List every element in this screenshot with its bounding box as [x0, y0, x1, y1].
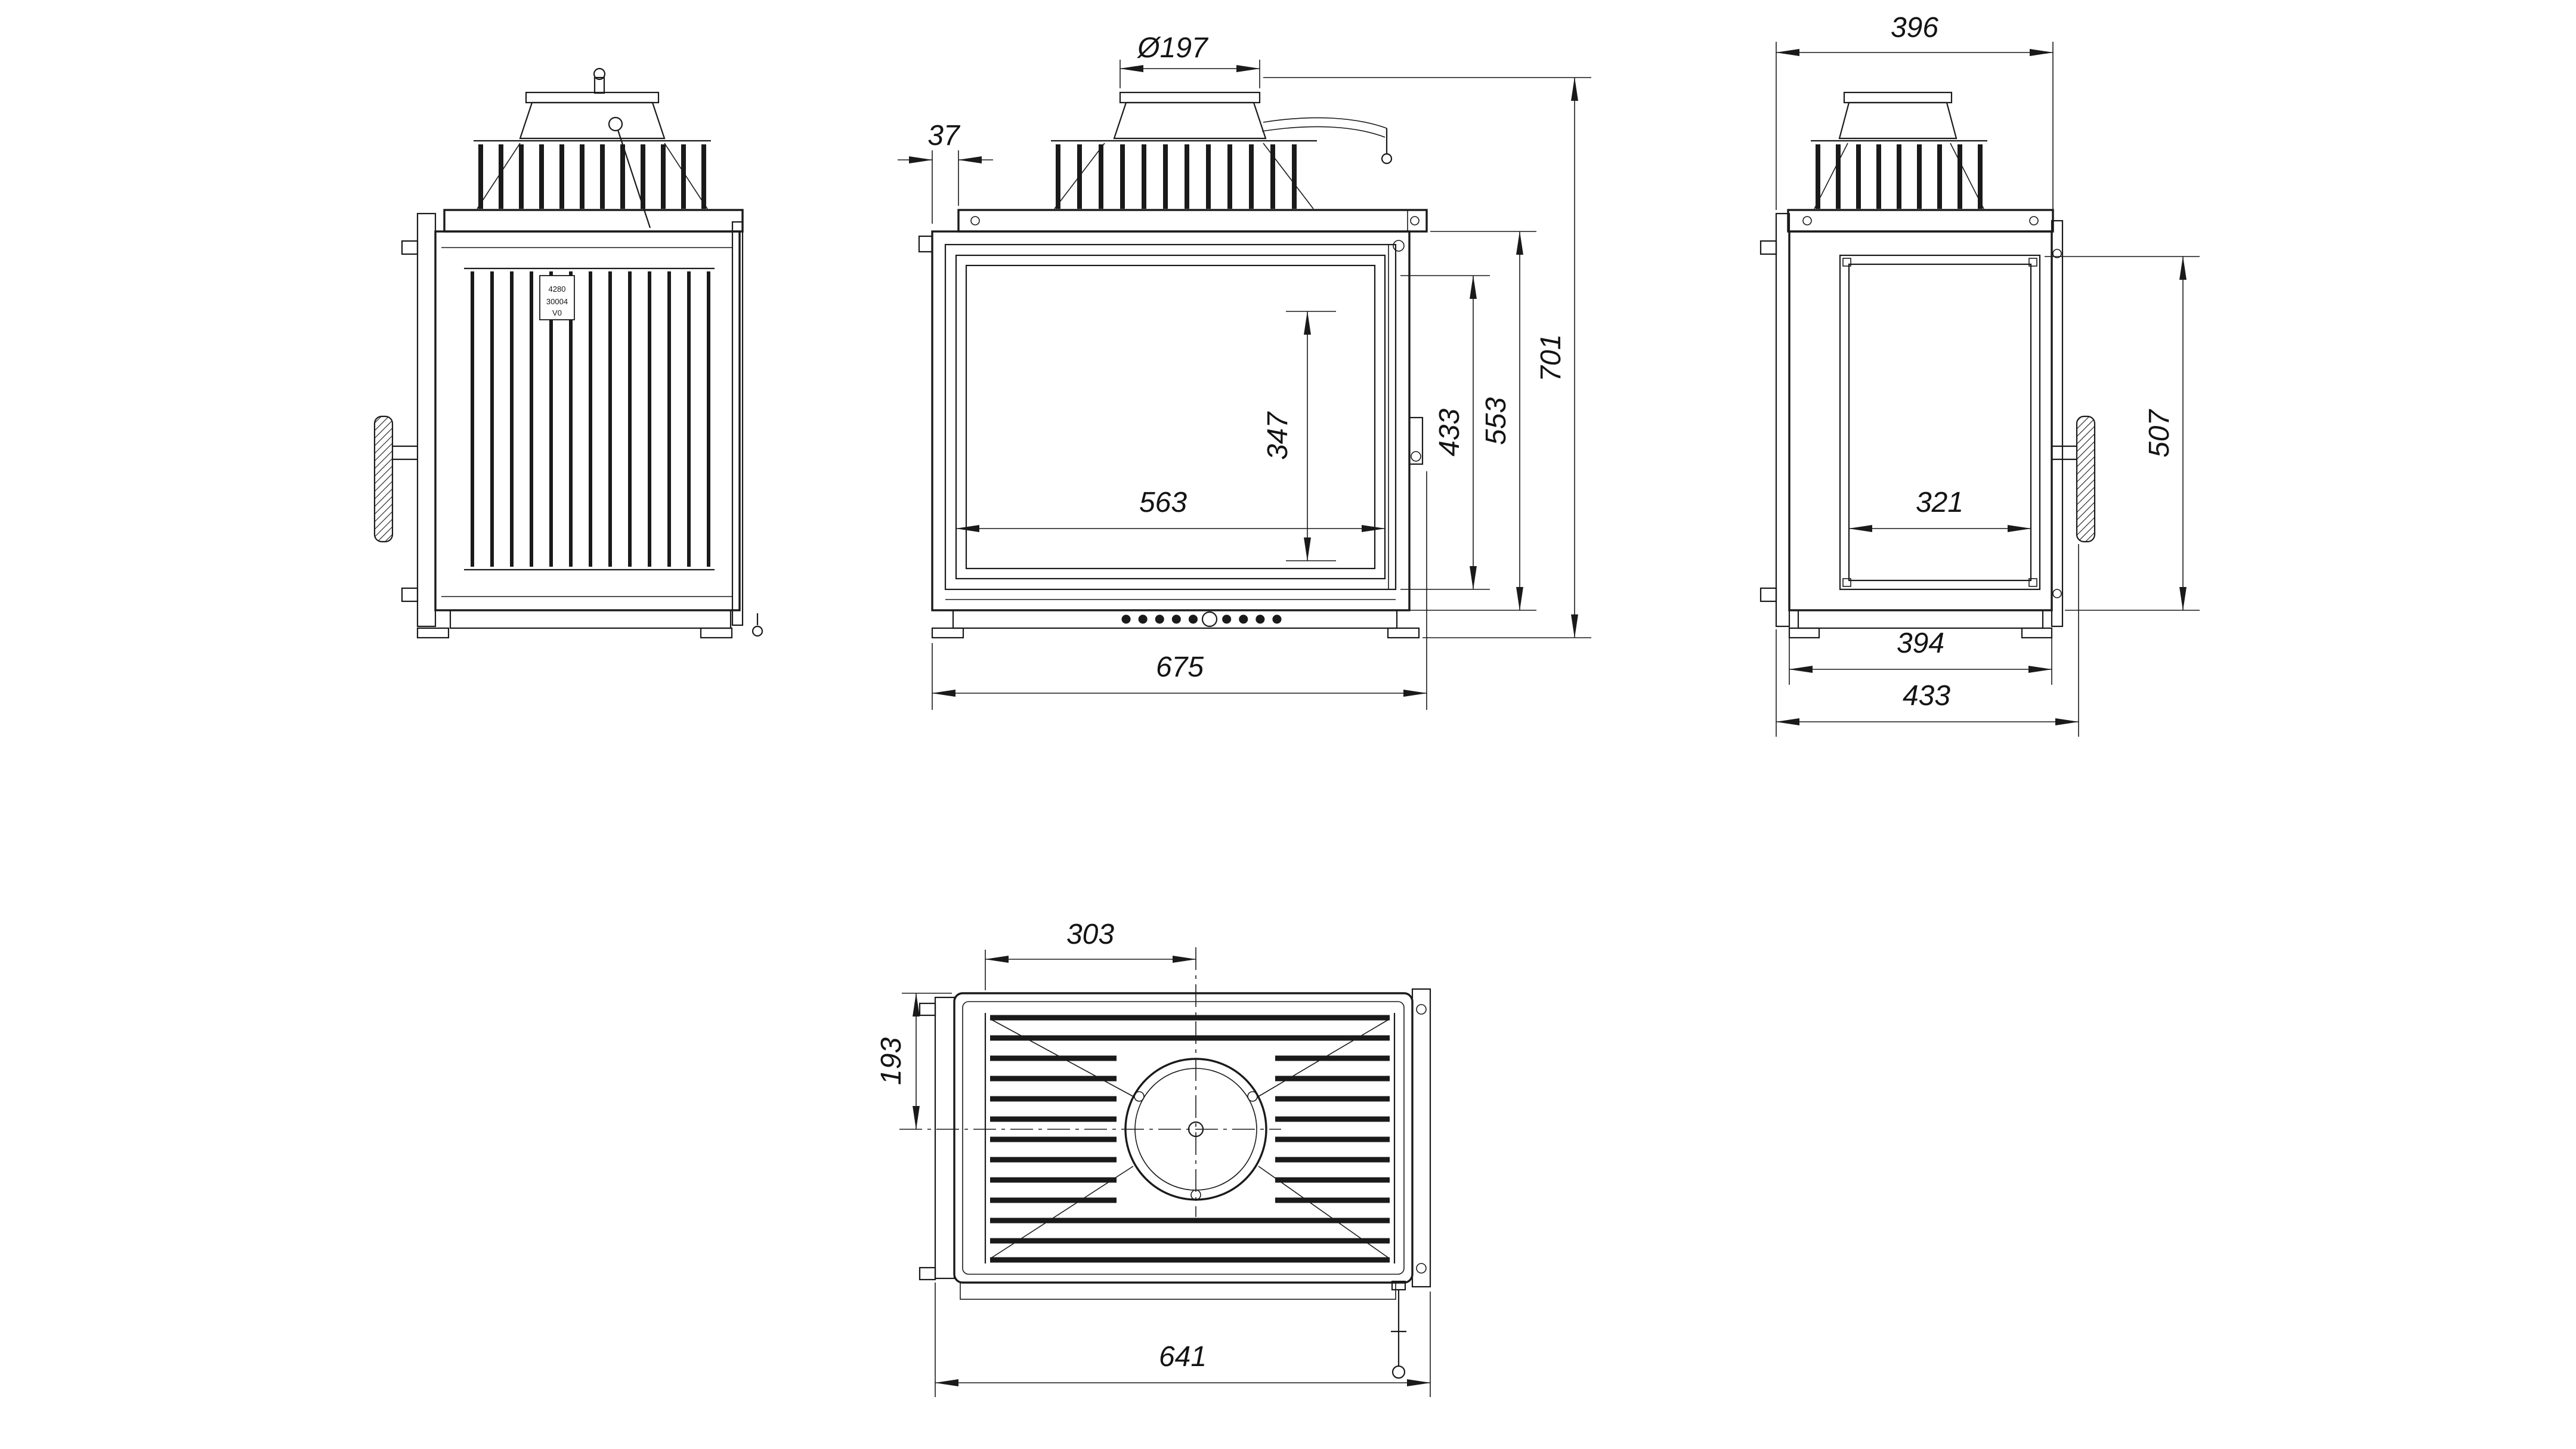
- dim-label: Ø197: [1136, 32, 1209, 64]
- front-base: [931, 609, 1420, 639]
- dim-front-overall-width: 675: [932, 471, 1427, 710]
- corner-bolt: [1842, 258, 1851, 267]
- dim-top-flue-x: 303: [985, 919, 1196, 990]
- door-inner-frame: [955, 254, 1386, 580]
- left-side-view: 4280 30004 V0: [373, 67, 763, 639]
- dim-label: 396: [1891, 12, 1938, 44]
- front-top-plate: [957, 209, 1428, 233]
- left-front-flange: [416, 212, 437, 628]
- dim-label: 321: [1916, 487, 1963, 518]
- wall-anchor-tab: [401, 587, 419, 603]
- dim-right-overall-depth: 433: [1776, 544, 2079, 737]
- dim-label: 303: [1066, 919, 1114, 950]
- plate-bolt: [970, 216, 980, 225]
- plate-bolt: [2029, 216, 2039, 225]
- right-flue-collar: [1838, 91, 1957, 140]
- top-front-frame: [1411, 988, 1431, 1288]
- left-base: [416, 609, 763, 639]
- dim-label: 701: [1535, 334, 1567, 382]
- corner-bolt: [2028, 578, 2037, 587]
- corner-bolt: [2028, 258, 2037, 267]
- dim-label: 675: [1156, 651, 1204, 683]
- right-top-plate: [1787, 209, 2054, 233]
- door-latch: [1408, 416, 1424, 465]
- top-rear-flange: [934, 996, 955, 1280]
- dim-right-top-depth: 396: [1776, 12, 2054, 216]
- wall-anchor-tab: [1759, 240, 1777, 255]
- dim-top-overall-width: 641: [935, 1283, 1431, 1397]
- right-body: [1788, 230, 2053, 611]
- rating-plate-line3: V0: [552, 308, 562, 317]
- rating-plate-line1: 4280: [549, 285, 566, 293]
- corner-bolt: [1842, 578, 1851, 587]
- left-heat-exchanger-fins: [474, 140, 711, 209]
- dim-label: 507: [2144, 409, 2175, 458]
- dim-label: 553: [1480, 397, 1512, 445]
- left-door-handle: [373, 415, 418, 543]
- right-door-handle: [2052, 415, 2096, 543]
- dim-front-glass-width: 563: [955, 487, 1386, 532]
- plate-bolt: [1410, 216, 1420, 225]
- wall-anchor-tab: [1759, 587, 1777, 603]
- dim-label: 37: [927, 120, 961, 152]
- right-front-lip: [2051, 220, 2064, 628]
- dim-label: 433: [1903, 680, 1950, 712]
- damper-rod: [1261, 117, 1393, 165]
- door-glass: [965, 264, 1376, 570]
- hinge-pin: [2052, 249, 2062, 258]
- left-rear-panel: [731, 221, 744, 626]
- dim-right-body-depth: 394: [1789, 616, 2052, 685]
- plate-bolt: [1802, 216, 1812, 225]
- wall-anchor-tab: [919, 1002, 936, 1017]
- dim-label: 433: [1434, 409, 1465, 456]
- dim-front-overall-height: 701: [1263, 77, 1591, 638]
- door-frame: [944, 243, 1397, 591]
- dim-right-window-width: 321: [1848, 487, 2031, 532]
- top-fins: [989, 1015, 1390, 1263]
- top-body-inner: [962, 1001, 1405, 1275]
- dim-label: 193: [876, 1037, 907, 1085]
- dim-label: 641: [1159, 1341, 1207, 1373]
- dim-label: 394: [1897, 628, 1944, 659]
- front-flue-collar: [1113, 91, 1267, 140]
- front-heat-exchanger-fins: [1051, 140, 1317, 209]
- front-body: [931, 230, 1411, 611]
- dim-front-door-height: 433: [1400, 275, 1490, 590]
- hinge-pin: [2052, 589, 2062, 598]
- hinge-pin: [1393, 240, 1405, 252]
- dim-front-plate-offset: 37: [898, 120, 993, 224]
- right-rear-flange: [1775, 212, 1790, 628]
- dim-front-body-height: 553: [1400, 231, 1536, 611]
- rating-plate: 4280 30004 V0: [539, 275, 575, 320]
- hinge-pin: [1416, 1263, 1427, 1274]
- rating-plate-line2: 30004: [546, 297, 568, 306]
- front-strip: [960, 1282, 1396, 1300]
- side-panel: [1848, 263, 2032, 582]
- right-side-view: 396 507 321 394 433: [1759, 12, 2200, 737]
- left-side-ribs: [441, 247, 732, 597]
- front-view: Ø197 37 347 433 553: [898, 32, 1591, 710]
- flue-opening: [899, 947, 1281, 1217]
- hinge-pin: [1416, 1004, 1427, 1015]
- dim-label: 347: [1262, 411, 1294, 460]
- left-body: [434, 230, 741, 611]
- dim-front-flue-diameter: Ø197: [1120, 32, 1260, 88]
- dim-top-flue-y: 193: [876, 993, 952, 1130]
- top-view: 303 193 641: [876, 919, 1431, 1397]
- top-damper-rod: [1391, 1280, 1406, 1379]
- dim-label: 563: [1139, 487, 1187, 518]
- side-panel-frame: [1839, 254, 2041, 591]
- left-top-plate: [443, 209, 744, 233]
- wall-anchor-tab: [401, 240, 419, 255]
- wall-anchor-tab: [918, 235, 933, 253]
- dim-front-glass-height: 347: [1262, 311, 1336, 561]
- wall-anchor-tab: [919, 1266, 936, 1281]
- right-heat-exchanger-fins: [1811, 140, 1987, 209]
- dim-right-front-height: 507: [2045, 256, 2200, 611]
